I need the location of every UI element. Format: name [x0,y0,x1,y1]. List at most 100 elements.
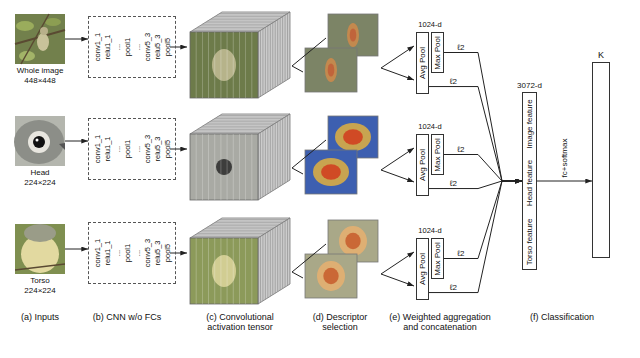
pooling-box: Avg Pool [416,134,429,196]
feature-name: Head feature [525,160,534,206]
heatmap-core [321,164,341,179]
dimension-heading: 3072-d [517,81,542,90]
tensor-slice [200,127,268,128]
tensor-slice [280,120,281,186]
connector [444,155,522,182]
tensor-slice [267,26,268,92]
tensor-grid [196,134,197,200]
layer-name: relu5_3 [154,34,163,59]
tensor-slice [262,131,263,197]
tensor-slice [207,21,275,22]
tensor-slice [207,123,275,124]
layer-name: conv5_3 [144,33,153,61]
tensor-slice [197,233,265,234]
eye-highlight [36,139,39,142]
tensor-grid [220,134,221,200]
heatmap-blob [313,158,349,186]
layer-name: pool1 [124,140,133,158]
connector [444,181,522,259]
layer-name: pool5 [164,244,173,262]
torso-photo [15,224,65,274]
connector [65,39,88,40]
layer-name: conv5_3 [144,135,153,163]
connector [65,249,88,250]
tensor-slice [287,116,288,182]
layer-name: ... [134,250,143,256]
tensor-slice [192,132,260,133]
tensor-grid [251,32,252,98]
heatmap-core [350,28,357,41]
tensor-slice [282,17,283,83]
heatmap-blob [317,261,345,291]
tensor-slice [260,236,261,302]
caption: (d) Descriptor selection [304,312,376,333]
tensor-front [190,32,258,98]
head-photo [14,116,65,166]
heatmap-core [323,268,338,285]
tensor-slice [287,220,288,286]
image-label: Torso [30,276,50,285]
tensor-slice [285,117,286,183]
cnn-layer-box: conv1_1relu1_1...pool1...conv5_3relu5_3p… [88,222,176,284]
tensor-slice [267,128,268,194]
heatmap-core [328,63,335,76]
tensor-slice [215,222,283,223]
feature-name: Torso feature [525,218,534,265]
tensor-slice [200,25,268,26]
tensor-slice [280,18,281,84]
split-lines [292,244,326,278]
tensor-slice [202,230,270,231]
tensor-slice [212,224,280,225]
flow-arrow [170,149,187,150]
photo-ground [15,14,65,64]
tensor-grid [227,238,228,304]
tensor-slice [197,27,265,28]
tensor-slice [217,15,285,16]
activation-tensor [190,12,290,98]
tensor-grid [220,32,221,98]
heatmap-frame [305,254,357,298]
tensor-grid [220,238,221,304]
heatmap-frame [305,150,357,194]
activation-tensor [190,114,290,200]
tensor-content [212,255,236,287]
tensor-grid [202,32,203,98]
pooling-name: Max Pool [433,242,442,275]
tensor-slice [217,117,285,118]
eye-ring [28,131,50,153]
tensor-grid [196,238,197,304]
flow-arrow [170,47,187,48]
split-arrow [381,148,414,170]
tensor-slice [270,230,271,296]
branch [15,264,65,270]
heatmap-frame [305,48,357,92]
tensor-slice [215,16,283,17]
pooling-name: Max Pool [433,138,442,171]
tensor-side [258,218,290,304]
heatmap-core [345,233,360,250]
tensor-grid [251,238,252,304]
tensor-grid [202,134,203,200]
tensor-grid [239,134,240,200]
tensor-grid [202,238,203,304]
feature-name: Image feature [525,99,534,148]
tensor-grid [208,32,209,98]
tensor-slice [272,229,273,295]
caption: (f) Classification [517,312,607,322]
tensor-grid [214,134,215,200]
bird-head [40,27,48,35]
tensor-slice [272,125,273,191]
descriptor-map [305,220,378,298]
leaf [16,21,34,31]
tensor-slice [260,132,261,198]
layer-name: relu1_1 [104,240,113,265]
tensor-grid [214,238,215,304]
tensor-slice [262,235,263,301]
input-image: Torso224×224 [15,224,65,274]
tensor-slice [195,234,263,235]
connector [429,181,522,189]
tensor-slice [280,224,281,290]
tensor-slice [277,20,278,86]
feathers [14,120,64,164]
